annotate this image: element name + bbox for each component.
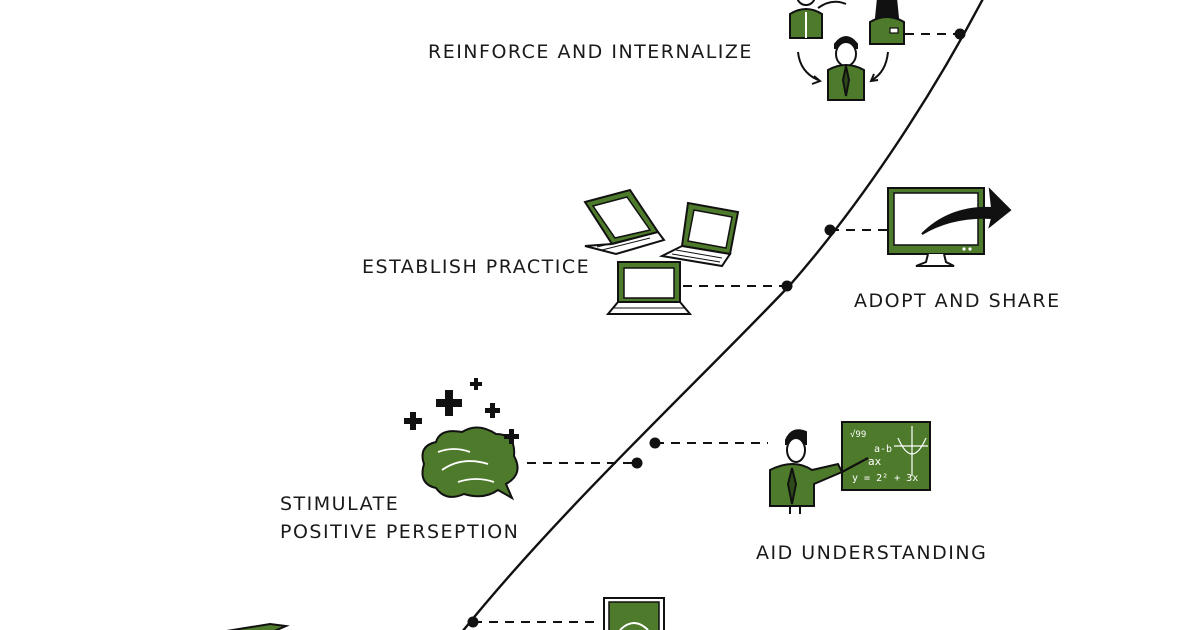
label-reinforce: REINFORCE AND INTERNALIZE xyxy=(428,41,753,63)
adoption-curve xyxy=(462,0,984,630)
label-aid: AID UNDERSTANDING xyxy=(756,542,987,564)
pencil-icon xyxy=(226,622,290,630)
board-line2: a-b xyxy=(874,444,892,455)
team-cycle-icon xyxy=(789,0,905,101)
laptops-icon xyxy=(583,188,740,315)
board-line4: y = 2² + 3x xyxy=(852,473,918,484)
dot-establish xyxy=(781,280,793,292)
label-adopt: ADOPT AND SHARE xyxy=(854,290,1061,312)
curve-dots xyxy=(467,28,966,628)
label-establish: ESTABLISH PRACTICE xyxy=(362,256,590,278)
label-stimulate-line2: POSITIVE PERSEPTION xyxy=(280,521,519,543)
dot-adopt xyxy=(824,224,836,236)
dot-stimulate xyxy=(631,457,643,469)
dot-bottom xyxy=(467,616,479,628)
dashed-connectors xyxy=(473,33,958,623)
board-line1: √99 xyxy=(850,429,866,440)
teacher-board-icon: √99 a-b ax y = 2² + 3x xyxy=(769,421,931,514)
dot-aid xyxy=(649,437,661,449)
label-stimulate-line1: STIMULATE xyxy=(280,493,399,515)
notebook-icon xyxy=(603,597,665,630)
board-line3: ax xyxy=(868,455,882,468)
dot-reinforce xyxy=(954,28,966,40)
monitor-arrow-icon xyxy=(887,187,1012,267)
brain-plus-icon xyxy=(404,378,519,501)
